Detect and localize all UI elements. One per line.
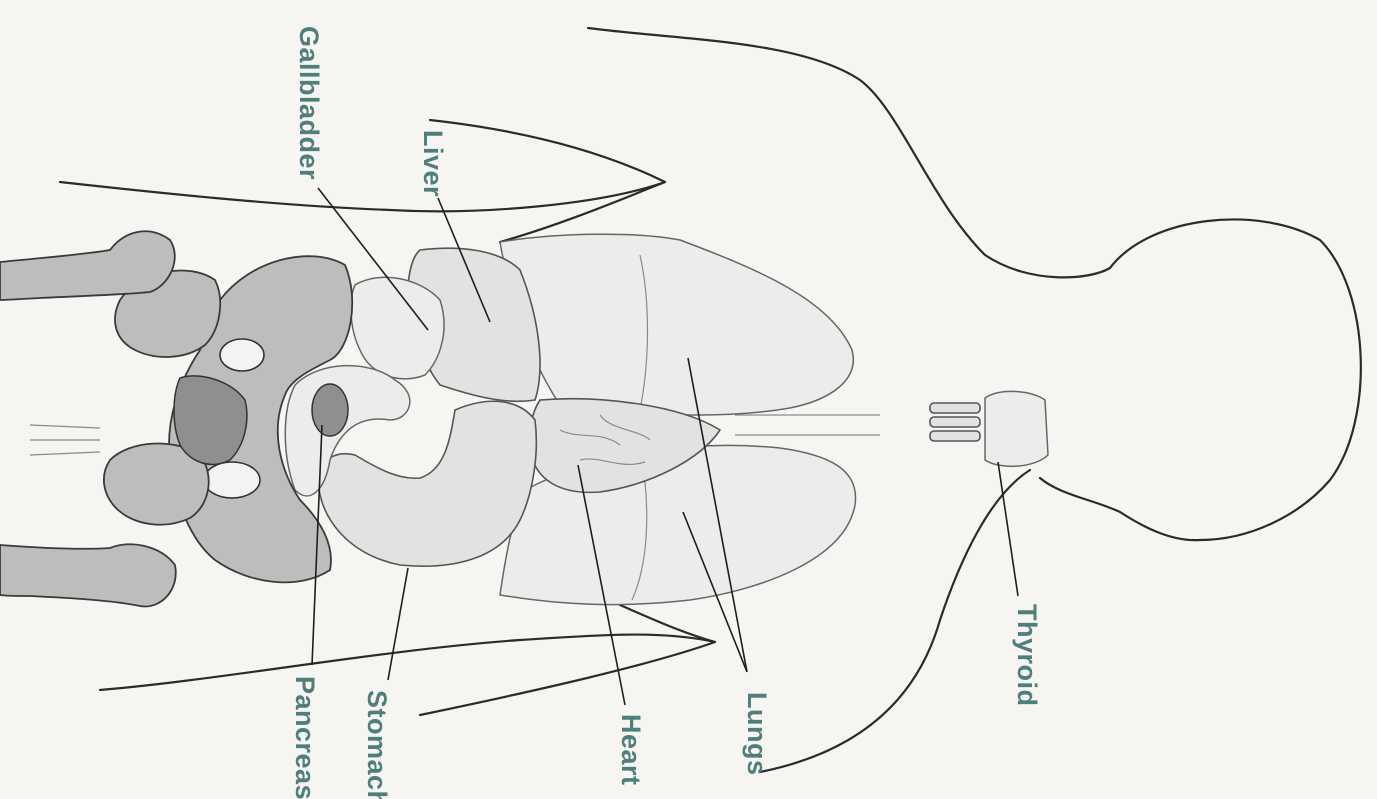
thyroid-gland: [985, 391, 1048, 466]
pelvis-opening-lower: [204, 462, 260, 498]
liver-label: Liver: [418, 130, 448, 197]
head-outline: [1040, 219, 1361, 540]
pelvis-opening-upper: [220, 339, 264, 371]
torso-side-upper: [500, 182, 665, 242]
heart-label: Heart: [616, 714, 646, 786]
stomach-label: Stomach: [362, 690, 392, 799]
spine-lines: [30, 425, 100, 455]
gallbladder-label: Gallbladder: [294, 26, 324, 180]
femur-lower: [0, 544, 176, 606]
stomach-leader: [388, 568, 408, 680]
trachea-ring-2: [930, 417, 980, 427]
thyroid-label: Thyroid: [1012, 604, 1042, 707]
arm-upper: [60, 120, 665, 211]
femur-upper: [0, 231, 175, 300]
arm-lower: [100, 635, 715, 715]
trachea: [735, 415, 880, 435]
pancreas-label: Pancreas: [290, 676, 320, 799]
lungs-label: Lungs: [742, 692, 772, 776]
pancreas: [312, 384, 348, 436]
trachea-ring-3: [930, 431, 980, 441]
pancreas-organ: [312, 384, 348, 436]
lung-upper: [500, 234, 853, 415]
gallbladder: [351, 277, 444, 379]
gallbladder-organ: [351, 277, 444, 379]
trachea-ring-1: [930, 403, 980, 413]
